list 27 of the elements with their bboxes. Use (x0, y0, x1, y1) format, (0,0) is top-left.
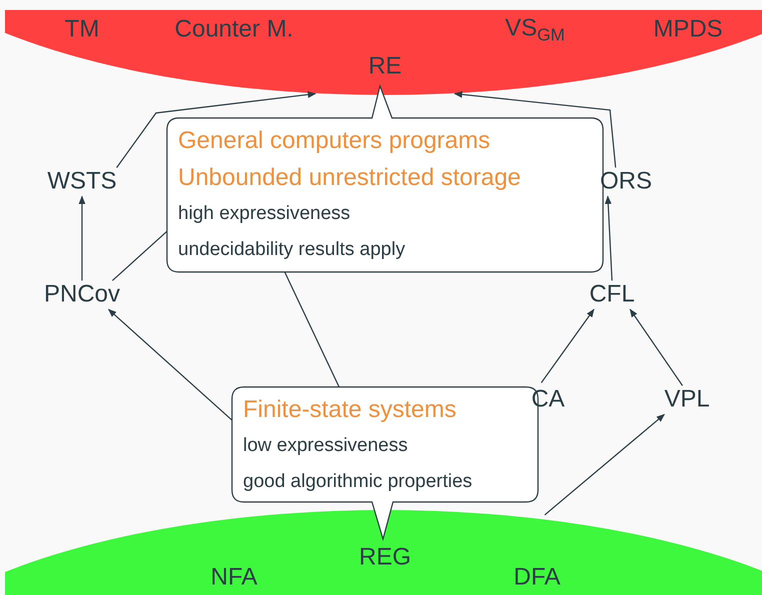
class-label: MPDS (653, 16, 723, 44)
class-label: CFL (589, 280, 635, 310)
class-label: WSTS (47, 168, 117, 196)
region-label: REG (359, 544, 411, 572)
arrow (540, 308, 594, 384)
arrow (544, 414, 665, 516)
callout-text: undecidability results apply (178, 238, 406, 262)
callout-heading: Unbounded unrestricted storage (178, 163, 522, 193)
arrow (630, 308, 683, 386)
arrow (108, 308, 232, 421)
callout-text: good algorithmic properties (243, 470, 474, 494)
class-label: VS$_{GM}$ (505, 14, 565, 46)
arrow (78, 196, 86, 281)
region-label: RE (368, 52, 402, 82)
callout-heading: Finite-state systems (243, 395, 458, 425)
arrow (604, 196, 613, 281)
arrow (116, 91, 316, 168)
callout-text: high expressiveness (178, 202, 352, 226)
class-label: TM (64, 16, 100, 44)
class-label: DFA (514, 564, 560, 592)
callout-text: low expressiveness (243, 434, 409, 458)
class-label: VPL (664, 386, 710, 414)
arrow (454, 91, 616, 168)
callout-heading: General computers programs (178, 126, 492, 156)
class-label: NFA (210, 564, 258, 592)
class-label: Counter M. (174, 16, 294, 44)
class-label: PNCov (44, 280, 120, 310)
